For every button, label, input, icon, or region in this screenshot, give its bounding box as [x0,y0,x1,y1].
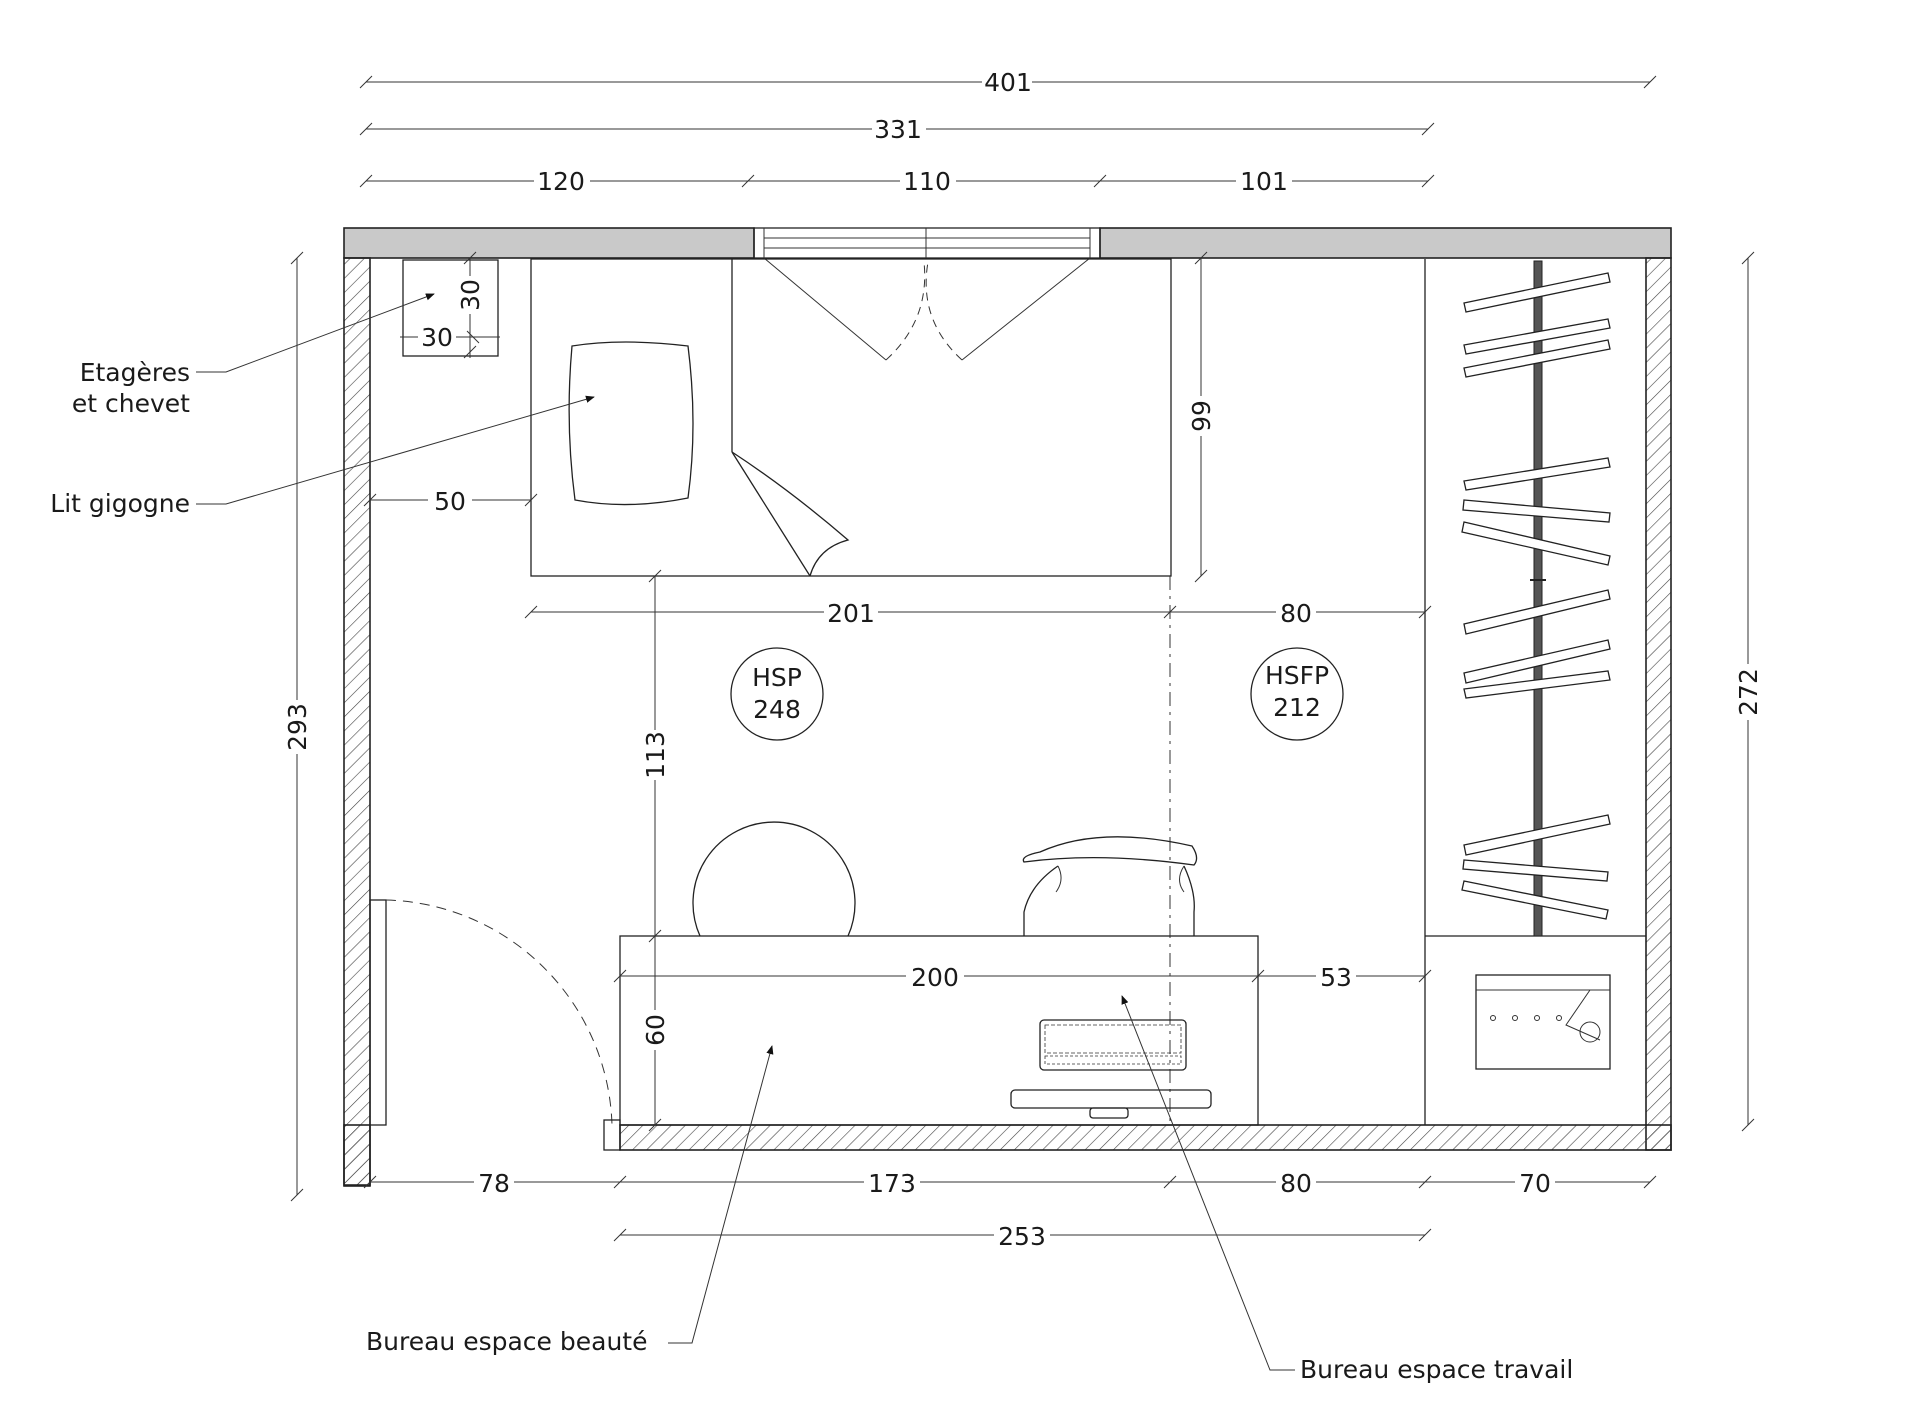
dim-80-bottom: 80 [1280,1169,1312,1198]
label-shelves-line1: Etagères [80,358,190,387]
hsp-marker: HSP 248 [730,647,824,741]
dim-173: 173 [868,1169,916,1198]
dim-201: 201 [827,599,875,628]
hsfp-label: HSFP [1265,661,1329,690]
entry-door [369,899,621,1151]
dim-293: 293 [283,703,312,751]
dim-50: 50 [434,487,466,516]
pillow [568,341,694,506]
walls [343,227,1672,1187]
callouts: Etagères et chevet Lit gigogne Bureau es… [50,293,1573,1384]
wardrobe [1424,259,1646,1125]
label-bed: Lit gigogne [50,489,190,518]
monitor [1010,1089,1212,1119]
window [753,227,1101,361]
dim-60: 60 [641,1014,670,1046]
hsp-value: 248 [753,695,801,724]
hsp-label: HSP [752,663,802,692]
dim-113: 113 [641,731,670,779]
dim-120: 120 [537,167,585,196]
keyboard [1039,1019,1187,1071]
dimension-labels: 401 331 120 110 101 30 30 50 99 201 80 1… [283,66,1764,1251]
top-wall-left [343,227,755,259]
bottom-wall [619,1124,1672,1151]
label-work-desk: Bureau espace travail [1300,1355,1573,1384]
hangers [1461,272,1611,920]
left-wall [343,257,371,1187]
dim-101: 101 [1240,167,1288,196]
dim-401: 401 [984,68,1032,97]
label-beauty-desk: Bureau espace beauté [366,1327,647,1356]
dim-110: 110 [903,167,951,196]
hsfp-marker: HSFP 212 [1250,647,1344,741]
hsfp-value: 212 [1273,693,1321,722]
dim-331: 331 [874,115,922,144]
dim-shelf-height: 30 [456,279,485,311]
dim-53: 53 [1320,963,1352,992]
dim-80-top: 80 [1280,599,1312,628]
dim-70: 70 [1519,1169,1551,1198]
dim-shelf-width: 30 [421,323,453,352]
hanging-rod [1533,260,1543,937]
dim-200: 200 [911,963,959,992]
label-shelves-line2: et chevet [72,389,190,418]
dim-99: 99 [1187,400,1216,432]
shelves-nightstand [402,259,499,357]
dim-78: 78 [478,1169,510,1198]
desk-chair [1022,836,1198,936]
dim-253: 253 [998,1222,1046,1251]
desk [619,821,1259,1126]
right-wall [1645,257,1672,1151]
folded-shirt [1475,974,1611,1070]
dim-272: 272 [1734,668,1763,716]
top-wall-right [1099,227,1672,259]
trundle-bed [530,258,1172,577]
bottom-wall-stub [343,1124,371,1186]
round-stool [692,821,856,937]
